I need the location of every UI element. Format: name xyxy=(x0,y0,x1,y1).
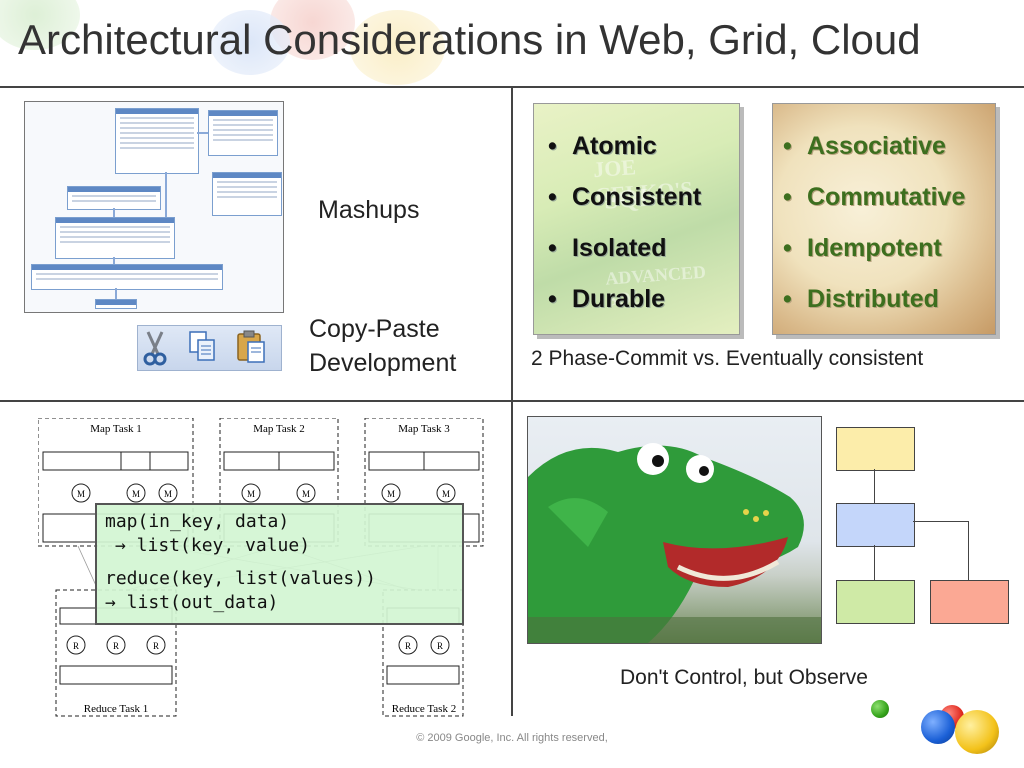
hierarchy-box-top xyxy=(836,427,915,471)
logo-ball-blue xyxy=(921,710,955,744)
hierarchy-box-middle xyxy=(836,503,915,547)
map-task-label: Map Task 1 xyxy=(90,423,142,435)
svg-text:M: M xyxy=(164,489,172,499)
code-line: reduce(key, list(values)) xyxy=(105,568,376,589)
code-line: → list(key, value) xyxy=(115,535,311,556)
base-item: •Idempotent xyxy=(783,234,942,262)
decor-ball-yellow xyxy=(350,10,445,85)
scissors-icon xyxy=(143,331,167,366)
observe-caption: Don't Control, but Observe xyxy=(620,666,868,689)
logo-ball-green xyxy=(871,700,889,718)
mashups-label: Mashups xyxy=(318,196,420,224)
svg-text:M: M xyxy=(77,489,85,499)
acid-properties-box: JOE CELKO'S SQL ADVANCED SQL •Atomic •Co… xyxy=(533,103,740,335)
copy-paste-line1: Copy-Paste xyxy=(309,315,440,343)
copy-icon xyxy=(189,331,215,361)
copy-paste-label: Copy-Paste Development xyxy=(309,312,456,380)
acid-item: •Isolated xyxy=(548,234,667,262)
svg-text:R: R xyxy=(113,641,119,651)
map-task-label: Map Task 2 xyxy=(253,423,305,435)
svg-text:R: R xyxy=(437,641,443,651)
code-line: map(in_key, data) xyxy=(105,511,290,532)
mapreduce-code-box: map(in_key, data) → list(key, value) red… xyxy=(95,503,464,625)
base-item: •Commutative xyxy=(783,183,966,211)
map-task-label: Map Task 3 xyxy=(398,423,450,435)
acid-item: •Consistent xyxy=(548,183,702,211)
base-list: •Associative •Commutative •Idempotent •D… xyxy=(783,126,965,330)
reduce-task-label: Reduce Task 1 xyxy=(84,703,148,715)
base-properties-box: •Associative •Commutative •Idempotent •D… xyxy=(772,103,996,335)
hierarchy-box-right xyxy=(930,580,1009,624)
paste-icon xyxy=(237,330,265,363)
svg-text:M: M xyxy=(247,489,255,499)
acid-list: •Atomic •Consistent •Isolated •Durable xyxy=(548,126,701,330)
svg-text:M: M xyxy=(387,489,395,499)
center-divider xyxy=(511,86,513,716)
reduce-task-label: Reduce Task 2 xyxy=(392,703,456,715)
hierarchy-box-left xyxy=(836,580,915,624)
decor-ball-blue xyxy=(210,10,290,75)
base-item: •Associative xyxy=(783,132,946,160)
copyright-footer: © 2009 Google, Inc. All rights reserved, xyxy=(416,732,608,744)
code-line: → list(out_data) xyxy=(105,592,279,613)
svg-text:M: M xyxy=(132,489,140,499)
svg-text:M: M xyxy=(442,489,450,499)
consistency-caption: 2 Phase-Commit vs. Eventually consistent xyxy=(531,347,924,370)
svg-text:R: R xyxy=(153,641,159,651)
copy-paste-line2: Development xyxy=(309,349,457,377)
base-item: •Distributed xyxy=(783,285,939,313)
lego-dragon-photo xyxy=(527,416,822,644)
mashup-screenshot xyxy=(24,101,284,313)
slide-title: Architectural Considerations in Web, Gri… xyxy=(18,16,921,63)
acid-item: •Durable xyxy=(548,285,666,313)
logo-ball-yellow xyxy=(955,710,999,754)
svg-text:R: R xyxy=(73,641,79,651)
copy-paste-toolbar xyxy=(137,325,282,371)
acid-item: •Atomic xyxy=(548,132,657,160)
svg-text:M: M xyxy=(302,489,310,499)
svg-text:R: R xyxy=(405,641,411,651)
